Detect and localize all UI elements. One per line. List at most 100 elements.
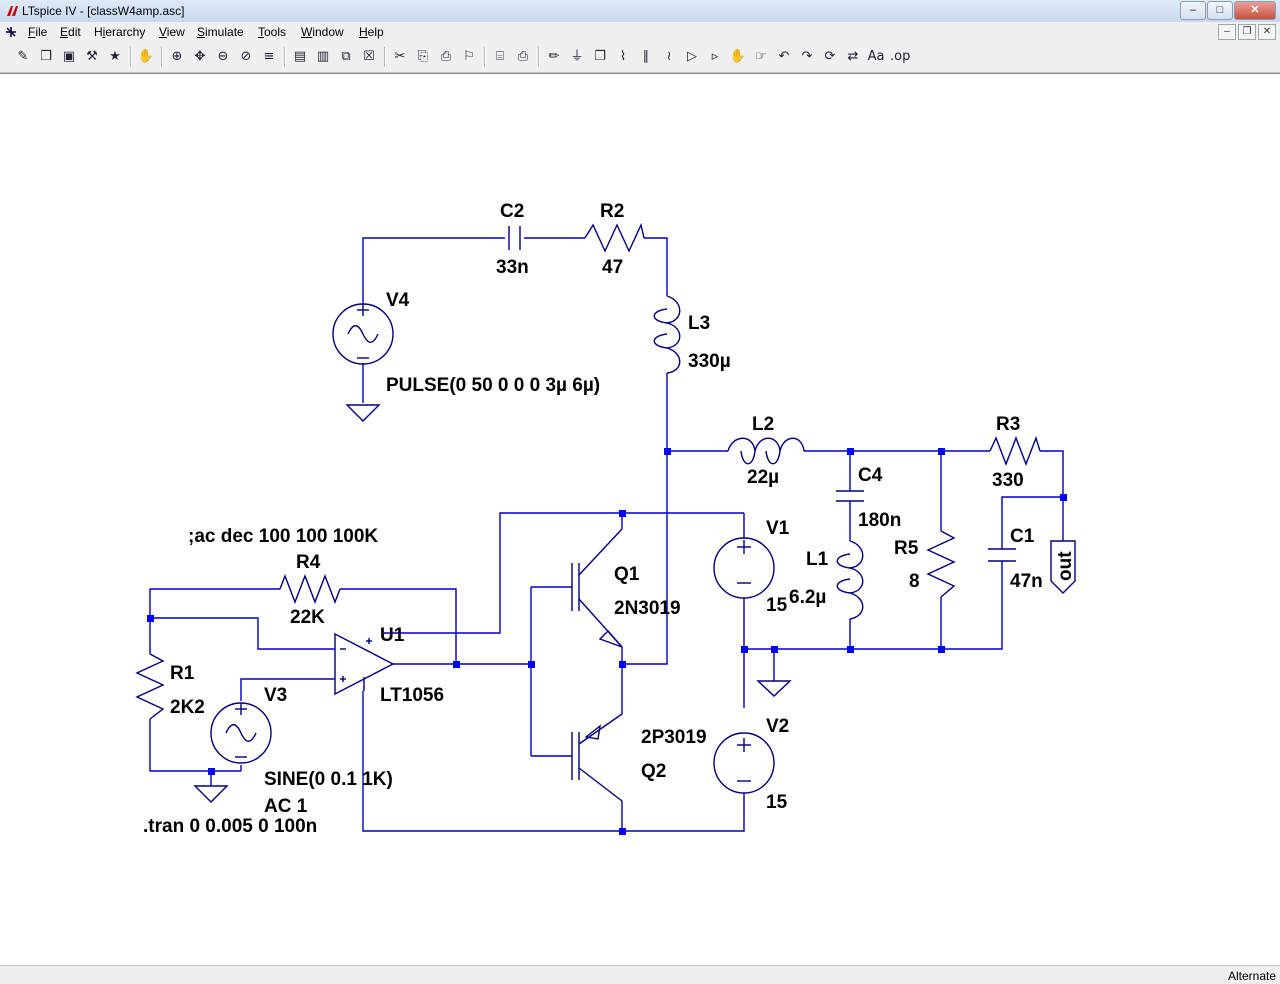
out-port[interactable] [1050, 540, 1076, 594]
menu-simulate[interactable]: Simulate [197, 25, 244, 39]
l1-value: 6.2µ [789, 587, 826, 608]
v1-value: 15 [766, 595, 788, 616]
control-panel-icon[interactable]: ⚒ [86, 49, 98, 64]
v3-name: V3 [264, 685, 287, 706]
r5-name: R5 [894, 538, 919, 559]
run-icon[interactable]: ★ [109, 49, 121, 64]
close-window-icon[interactable]: ☒ [363, 49, 375, 64]
c1-value: 47n [1010, 571, 1043, 592]
l1-name: L1 [806, 549, 829, 570]
menu-view[interactable]: View [159, 25, 185, 39]
toolbar-separator [484, 47, 486, 67]
c2-name: C2 [500, 201, 524, 222]
r3-name: R3 [996, 414, 1020, 435]
redo-icon[interactable]: ↷ [801, 49, 813, 64]
c4-value: 180n [858, 510, 901, 531]
r2-name: R2 [600, 201, 624, 222]
menu-help[interactable]: Help [359, 25, 384, 39]
l3-inductor[interactable] [653, 295, 681, 374]
out-label: out [1055, 551, 1076, 581]
tran-directive[interactable]: .tran 0 0.005 0 100n [143, 816, 317, 837]
status-text: Alternate [1227, 969, 1276, 983]
inductor-icon[interactable]: ≀ [666, 49, 672, 64]
v1-source[interactable] [713, 537, 775, 599]
copy-icon[interactable]: ⎘ [417, 49, 429, 64]
undo-icon[interactable]: ↶ [778, 49, 790, 64]
menu-bar: File Edit Hierarchy View Simulate Tools … [0, 22, 1280, 42]
drag-icon[interactable]: ☞ [755, 49, 767, 64]
q1-name: Q1 [614, 564, 640, 585]
ltspice-app-icon [7, 6, 18, 16]
u1-name: U1 [380, 625, 405, 646]
v2-source[interactable] [713, 732, 775, 794]
l2-name: L2 [752, 414, 774, 435]
v2-name: V2 [766, 716, 789, 737]
menu-file[interactable]: File [28, 25, 48, 39]
l3-name: L3 [688, 313, 710, 334]
move-icon[interactable]: ✋ [729, 49, 747, 64]
l1-inductor[interactable] [836, 540, 864, 620]
open-icon[interactable]: ❐ [40, 49, 52, 64]
component-icon[interactable]: ▹ [711, 49, 719, 64]
r3-resistor[interactable] [989, 435, 1041, 466]
tile-horizontal-icon[interactable]: ▥ [316, 49, 330, 64]
halt-icon[interactable]: ✋ [137, 49, 155, 64]
paste-icon[interactable]: ⎙ [440, 49, 452, 64]
wire-icon[interactable]: ✏ [548, 49, 560, 64]
r2-resistor[interactable] [584, 222, 645, 253]
zoom-in-icon[interactable]: ⊕ [171, 49, 183, 64]
schematic-drawing: V4 PULSE(0 50 0 0 0 3µ 6µ) C2 33n R2 47 … [135, 201, 1076, 837]
save-icon[interactable]: ▣ [62, 49, 76, 64]
r5-resistor[interactable] [926, 530, 956, 598]
v3-ac-value: AC 1 [264, 796, 308, 817]
cascade-icon[interactable]: ⧉ [341, 49, 351, 64]
menu-tools[interactable]: Tools [258, 25, 287, 39]
pan-icon[interactable]: ✥ [194, 49, 206, 64]
close-button[interactable]: ✕ [1234, 1, 1276, 20]
toolbar-separator [161, 47, 163, 67]
toolbar-separator [130, 47, 132, 67]
toolbar: ✎ ❐ ▣ ⚒ ★ ✋ ⊕ ✥ ⊖ ⊘ ≡ ▤ ▥ ⧉ ☒ ✂ ⎘ ⎙ ⚐ ⌸ ⎙ ✏ ⏚ ❐ ⌇ ∥ ≀ ▷ ▹ ✋ ☞ ↶ ↷ ⟳ ⇄ Aa .op [0, 42, 1280, 73]
maximize-button[interactable]: □ [1207, 1, 1233, 20]
diode-icon[interactable]: ▷ [687, 49, 697, 64]
r1-value: 2K2 [170, 697, 205, 718]
ground-icon[interactable]: ⏚ [570, 49, 584, 64]
menu-window[interactable]: Window [301, 25, 344, 39]
autorange-icon[interactable]: ≡ [263, 49, 275, 64]
zoom-out-icon[interactable]: ⊖ [217, 49, 229, 64]
r1-resistor[interactable] [135, 653, 165, 720]
cut-icon[interactable]: ✂ [394, 49, 406, 64]
menu-hierarchy[interactable]: Hierarchy [94, 25, 146, 39]
find-icon[interactable]: ⚐ [463, 49, 475, 64]
r4-resistor[interactable] [279, 574, 341, 604]
mirror-icon[interactable]: ⇄ [847, 49, 859, 64]
title-bar: LTspice IV - [classW4amp.asc] – □ ✕ [0, 0, 1280, 23]
print-setup-icon[interactable]: ⌸ [496, 49, 504, 64]
v3-value: SINE(0 0.1 1K) [264, 769, 393, 790]
mdi-minimize-button[interactable]: – [1218, 24, 1236, 40]
toolbar-separator [384, 47, 386, 67]
r5-value: 8 [909, 571, 920, 592]
print-icon[interactable]: ⎙ [517, 49, 529, 64]
l3-value: 330µ [688, 351, 731, 372]
mdi-restore-button[interactable]: ❐ [1238, 24, 1256, 40]
toolbar-separator [538, 47, 540, 67]
l2-inductor[interactable] [727, 437, 805, 465]
label-icon[interactable]: ❐ [594, 49, 606, 64]
mdi-close-button[interactable]: ✕ [1258, 24, 1276, 40]
minimize-button[interactable]: – [1180, 1, 1206, 20]
schematic-canvas[interactable]: V4 PULSE(0 50 0 0 0 3µ 6µ) C2 33n R2 47 … [0, 73, 1280, 966]
ac-directive[interactable]: ;ac dec 100 100 100K [188, 526, 378, 547]
text-icon[interactable]: Aa [867, 49, 885, 64]
resistor-icon[interactable]: ⌇ [619, 49, 627, 64]
r4-name: R4 [296, 552, 321, 573]
tile-vertical-icon[interactable]: ▤ [293, 49, 307, 64]
spice-directive-icon[interactable]: .op [890, 49, 911, 64]
zoom-fit-icon[interactable]: ⊘ [240, 49, 252, 64]
r2-value: 47 [602, 257, 623, 278]
capacitor-icon[interactable]: ∥ [642, 49, 650, 64]
menu-edit[interactable]: Edit [60, 25, 81, 39]
rotate-icon[interactable]: ⟳ [824, 49, 836, 64]
v1-name: V1 [766, 518, 790, 539]
new-schematic-icon[interactable]: ✎ [17, 49, 29, 64]
